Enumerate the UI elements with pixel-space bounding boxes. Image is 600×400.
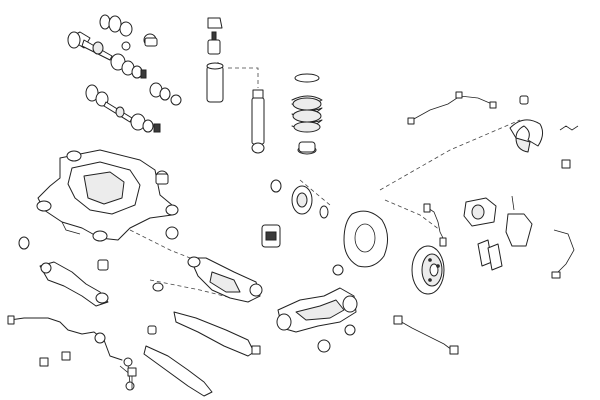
wheel-hub bbox=[261, 179, 329, 248]
cv-joint-boot bbox=[121, 33, 182, 106]
subframe bbox=[36, 149, 179, 242]
wear-sensor bbox=[551, 229, 575, 279]
bump-stop bbox=[297, 141, 317, 155]
dust-shield bbox=[343, 210, 388, 268]
shock-absorber bbox=[206, 17, 265, 154]
stabilizer-bar bbox=[7, 315, 123, 367]
wheel-carrier bbox=[276, 264, 358, 353]
control-arm bbox=[39, 256, 263, 307]
drive-shaft-upper bbox=[67, 14, 147, 79]
drive-shaft-lower bbox=[85, 84, 161, 133]
brake-hose bbox=[423, 203, 447, 247]
subframe-bushing bbox=[18, 170, 179, 292]
brake-pads bbox=[477, 239, 503, 271]
abs-sensor bbox=[393, 315, 459, 355]
toe-link bbox=[119, 365, 137, 390]
brake-caliper bbox=[463, 195, 533, 247]
parking-brake-shoes bbox=[509, 95, 579, 169]
coil-spring bbox=[291, 73, 323, 133]
brake-disc bbox=[411, 245, 445, 295]
parking-brake-cable bbox=[407, 91, 497, 125]
trailing-arm bbox=[143, 311, 261, 397]
